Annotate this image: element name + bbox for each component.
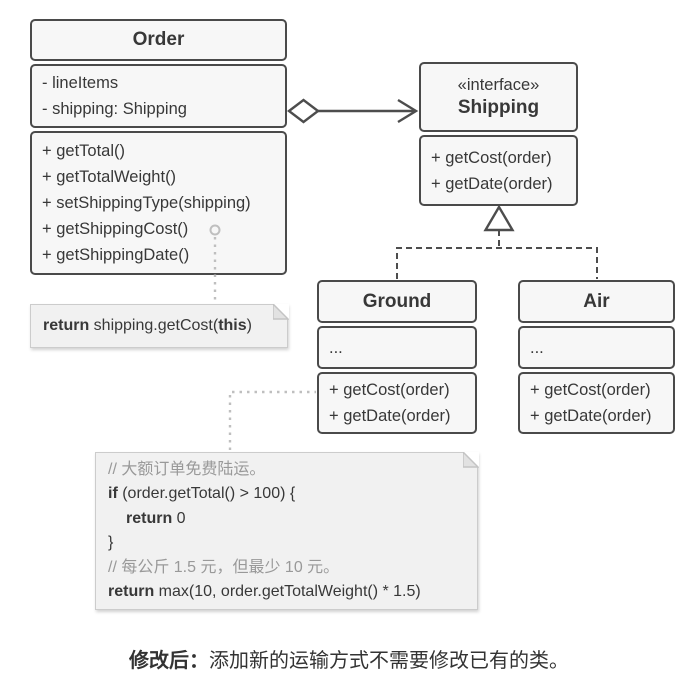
interface-name: Shipping xyxy=(457,97,540,118)
class-ground-attributes: ... xyxy=(317,326,477,369)
order-note-code: return shipping.getCost(this) xyxy=(43,316,252,334)
method-gettotal: + getTotal() xyxy=(42,142,125,160)
aggregation-diamond-icon xyxy=(287,98,320,124)
arrowhead-icon xyxy=(397,98,419,124)
caption-text: 添加新的运输方式不需要修改已有的类。 xyxy=(209,650,569,672)
method-getcost: + getCost(order) xyxy=(530,381,651,399)
interface-shipping: «interface» Shipping + getCost(order) + … xyxy=(419,62,578,206)
order-note: return shipping.getCost(this) xyxy=(30,301,290,348)
method-setshippingtype: + setShippingType(shipping) xyxy=(42,194,251,212)
class-order-attributes: - lineItems - shipping: Shipping xyxy=(30,64,287,128)
aggregation-connector xyxy=(287,98,419,124)
realization-triangle-icon xyxy=(483,204,515,232)
class-air-attributes: ... xyxy=(518,326,675,369)
code-return-zero-line: return 0 xyxy=(126,509,186,527)
attribute-lineitems: - lineItems xyxy=(42,74,119,92)
ground-note-dotted-line xyxy=(228,390,316,450)
ground-code-note: // 大额订单免费陆运。 if (order.getTotal() > 100)… xyxy=(95,449,480,610)
method-gettotalweight: + getTotalWeight() xyxy=(42,168,177,186)
method-getshippingcost: + getShippingCost() xyxy=(42,220,189,238)
code-comment-free-shipping: // 大额订单免费陆运。 xyxy=(108,460,266,478)
code-closing-brace: } xyxy=(108,534,114,551)
realization-dashed-line xyxy=(396,230,598,279)
note-fold-icon xyxy=(271,301,290,320)
note-fold-icon xyxy=(461,449,480,468)
method-getcost: + getCost(order) xyxy=(431,148,552,167)
method-getshippingdate: + getShippingDate() xyxy=(42,246,190,264)
attribute-ellipsis: ... xyxy=(530,338,544,357)
attribute-shipping: - shipping: Shipping xyxy=(42,100,187,118)
class-ground-methods: + getCost(order) + getDate(order) xyxy=(317,372,477,434)
class-ground-title: Ground xyxy=(317,280,477,323)
interface-stereotype: «interface» xyxy=(457,76,540,94)
class-ground: Ground ... + getCost(order) + getDate(or… xyxy=(317,280,477,434)
attribute-ellipsis: ... xyxy=(329,338,343,357)
method-getdate: + getDate(order) xyxy=(530,407,652,425)
class-air-methods: + getCost(order) + getDate(order) xyxy=(518,372,675,434)
code-comment-per-kg: // 每公斤 1.5 元，但最少 10 元。 xyxy=(108,558,340,576)
class-order-methods: + getTotal() + getTotalWeight() + setShi… xyxy=(30,131,287,275)
method-getcost: + getCost(order) xyxy=(329,381,450,399)
ground-note-connector xyxy=(228,390,316,450)
method-getdate: + getDate(order) xyxy=(329,407,451,425)
caption-label: 修改后： xyxy=(129,650,209,672)
code-return-max-line: return max(10, order.getTotalWeight() * … xyxy=(108,583,421,600)
code-if-line: if (order.getTotal() > 100) { xyxy=(108,485,296,502)
interface-shipping-title: «interface» Shipping xyxy=(419,62,578,132)
diagram-caption: 修改后：添加新的运输方式不需要修改已有的类。 xyxy=(0,644,698,673)
interface-shipping-methods: + getCost(order) + getDate(order) xyxy=(419,135,578,206)
class-air-title: Air xyxy=(518,280,675,323)
class-order-title: Order xyxy=(30,19,287,61)
realization-connector xyxy=(396,204,598,279)
class-order: Order - lineItems - shipping: Shipping +… xyxy=(30,19,287,275)
class-air: Air ... + getCost(order) + getDate(order… xyxy=(518,280,675,434)
method-getdate: + getDate(order) xyxy=(431,174,553,193)
